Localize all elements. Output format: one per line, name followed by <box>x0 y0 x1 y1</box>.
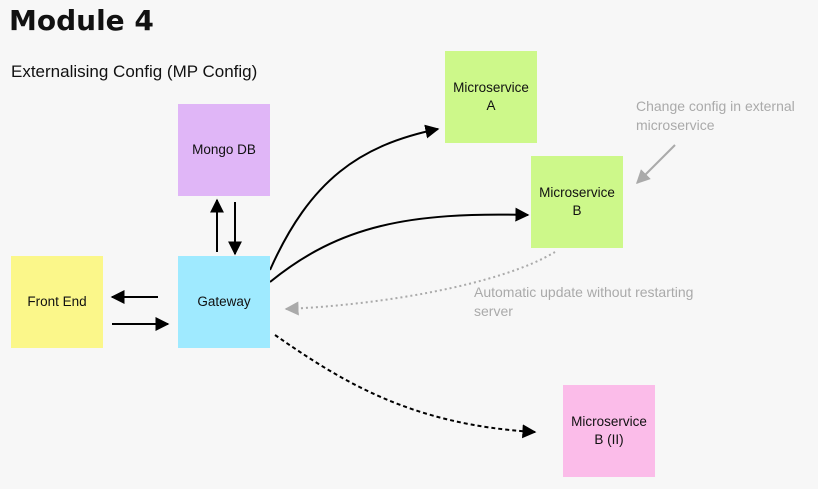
arrow-gateway-to-microservice-a <box>269 124 440 271</box>
annotation-change-config: Change config in external microservice <box>636 98 795 133</box>
node-gateway[interactable]: Gateway <box>178 256 270 348</box>
node-microservice-b2[interactable]: Microservice B (II) <box>563 385 655 477</box>
page-subtitle: Externalising Config (MP Config) <box>11 62 258 81</box>
arrow-gateway-to-microservice-b <box>269 207 530 283</box>
node-label: Mongo DB <box>192 142 256 157</box>
node-label: Front End <box>27 294 87 309</box>
node-mongo-db[interactable]: Mongo DB <box>178 104 270 196</box>
node-label: Microservice A <box>453 80 529 113</box>
node-label: Microservice B (II) <box>571 414 647 447</box>
annotation-arrow <box>636 144 676 184</box>
node-microservice-b[interactable]: Microservice B <box>531 156 623 248</box>
annotation-automatic-update: Automatic update without restarting serv… <box>474 284 694 319</box>
node-label: Gateway <box>197 294 251 309</box>
arrow-gateway-to-microservice-b2 <box>274 334 537 439</box>
node-microservice-a[interactable]: Microservice A <box>445 51 537 143</box>
node-front-end[interactable]: Front End <box>11 256 103 348</box>
page-title: Module 4 <box>9 4 154 37</box>
arrow-microservice-b-to-gateway <box>284 251 556 316</box>
node-label: Microservice B <box>539 185 615 218</box>
